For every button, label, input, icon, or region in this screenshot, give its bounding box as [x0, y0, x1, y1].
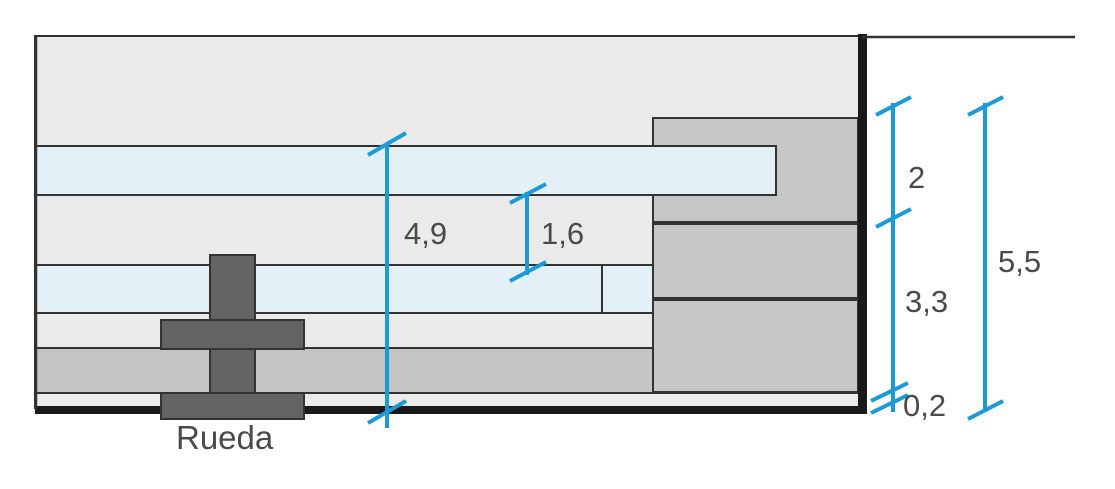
dimension-4-9-tick-bottom — [366, 399, 408, 425]
layer-bottom-light — [34, 392, 861, 409]
mid-gray-strip — [34, 347, 654, 394]
wheel-shaft-upper — [209, 254, 256, 322]
dimension-3-3: 3,3 — [905, 284, 948, 319]
dimension-2-tick-top — [875, 95, 912, 117]
dimension-1-6: 1,6 — [509, 182, 584, 283]
water-channels — [34, 145, 777, 394]
dimension-5-5-label: 5,5 — [998, 244, 1041, 279]
right-wall — [858, 34, 867, 414]
structure-heavy-outline — [34, 34, 1075, 414]
dimension-4-9-tick-top — [366, 131, 408, 157]
dimension-1-6-tick-top — [509, 182, 547, 205]
dimension-2: 2 — [875, 95, 925, 412]
dimension-1-6-tick-bottom — [509, 260, 547, 283]
block-lower — [652, 299, 859, 393]
dimension-1-6-label: 1,6 — [541, 216, 584, 251]
wheel-flange-lower — [160, 392, 305, 420]
wheel-shaft-lower — [209, 348, 256, 394]
block-middle — [652, 223, 859, 299]
water-channel-lower — [34, 264, 603, 314]
dimension-0-2-tick-lower — [870, 393, 909, 415]
dimension-0-2-tick-upper — [870, 381, 909, 403]
base-slab — [35, 406, 867, 414]
dimension-3-3-label: 3,3 — [905, 284, 948, 319]
dimension-4-9-label: 4,9 — [404, 216, 447, 251]
dimension-2-tick-bottom — [875, 207, 912, 229]
dimension-4-9: 4,9 — [366, 131, 447, 428]
dimension-0-2: 0,2 — [870, 381, 946, 423]
wheel-assembly — [160, 254, 305, 420]
dimension-0-2-label: 0,2 — [903, 388, 946, 423]
wheel-flange-upper — [160, 319, 305, 350]
dimension-2-label: 2 — [908, 160, 925, 195]
dimension-5-5-tick-top — [967, 95, 1004, 117]
water-channel-upper — [34, 145, 777, 196]
wheel-label: Rueda — [176, 419, 274, 456]
dimension-5-5: 5,5 — [967, 95, 1041, 421]
dimension-5-5-tick-bottom — [967, 399, 1004, 421]
